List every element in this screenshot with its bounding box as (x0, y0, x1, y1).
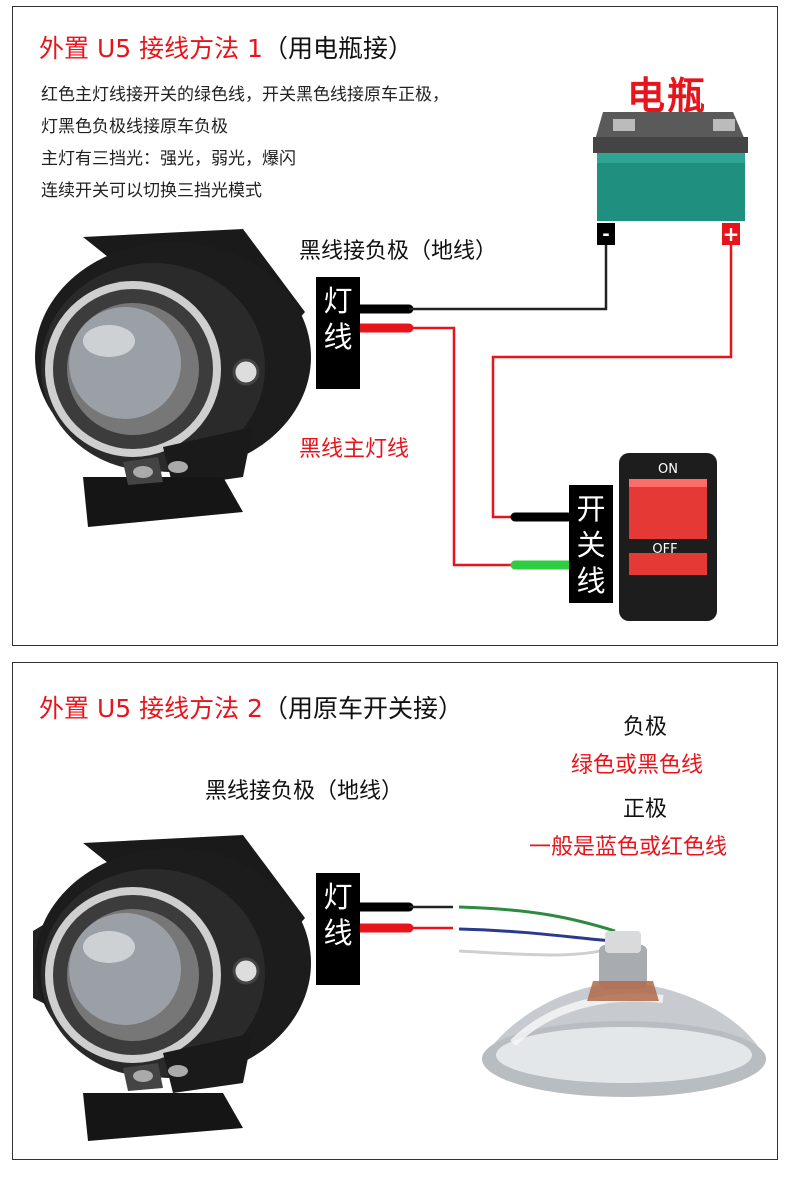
black-wire-label: 黑线接负极（地线） (299, 239, 498, 264)
method-2-title-red: 外置 U5 接线方法 2 (39, 694, 263, 723)
method-2-diagram (33, 835, 766, 1141)
method-2-title-rest: （用原车开关接） (262, 694, 463, 723)
method-1-diagram: - + ON OFF (35, 112, 748, 621)
desc-line-1: 红色主灯线接开关的绿色线，开关黑色线接原车正极， (41, 85, 449, 105)
negative-terminal-label: - (602, 224, 609, 245)
desc-line-3: 主灯有三挡光：强光，弱光，爆闪 (41, 149, 296, 169)
method-2-title: 外置 U5 接线方法 2（用原车开关接） (39, 689, 463, 725)
switch-wire-tag: 开关线 (569, 485, 613, 603)
headlight-bulb-reflector-icon (482, 931, 766, 1097)
negative-label: 负极 (623, 715, 668, 740)
switch-on-label: ON (658, 462, 678, 477)
wiring-method-2-panel: 外置 U5 接线方法 2（用原车开关接） 黑线接负极（地线） 负极 绿色或黑色线… (12, 662, 778, 1160)
motorcycle-spotlight-icon (35, 229, 311, 527)
switch-wire-label: 开关线 (576, 492, 606, 598)
battery-positive-terminal (722, 223, 740, 245)
battery-title: 电瓶 (627, 74, 708, 118)
lamp-wire-label: 灯线 (323, 284, 353, 354)
desc-line-2: 灯黑色负极线接原车负极 (41, 117, 228, 137)
battery-negative-terminal (597, 223, 615, 245)
switch-off-label: OFF (652, 542, 677, 557)
method-1-title-red: 外置 U5 接线方法 1 (39, 34, 263, 63)
method-1-description: 红色主灯线接开关的绿色线，开关黑色线接原车正极， 灯黑色负极线接原车负极 主灯有… (41, 79, 449, 207)
battery-icon (593, 112, 748, 221)
method-1-title: 外置 U5 接线方法 1（用电瓶接） (39, 29, 413, 65)
lamp-wire-tag: 灯线 (316, 277, 360, 389)
motorcycle-spotlight-icon (33, 835, 311, 1141)
red-wire-label: 黑线主灯线 (299, 437, 410, 462)
method-2-black-wire-label: 黑线接负极（地线） (205, 779, 404, 804)
method-1-title-rest: （用电瓶接） (262, 34, 413, 63)
positive-terminal-label: + (723, 222, 740, 246)
negative-desc: 绿色或黑色线 (571, 753, 704, 778)
rocker-switch-icon (619, 453, 717, 621)
positive-label: 正极 (623, 797, 668, 822)
method-2-lamp-wire-tag: 灯线 (316, 873, 360, 985)
desc-line-4: 连续开关可以切换三挡光模式 (41, 181, 262, 201)
positive-desc: 一般是蓝色或红色线 (529, 835, 728, 860)
method-2-lamp-wire-label: 灯线 (323, 880, 353, 950)
wiring-method-1-panel: 外置 U5 接线方法 1（用电瓶接） 红色主灯线接开关的绿色线，开关黑色线接原车… (12, 6, 778, 646)
